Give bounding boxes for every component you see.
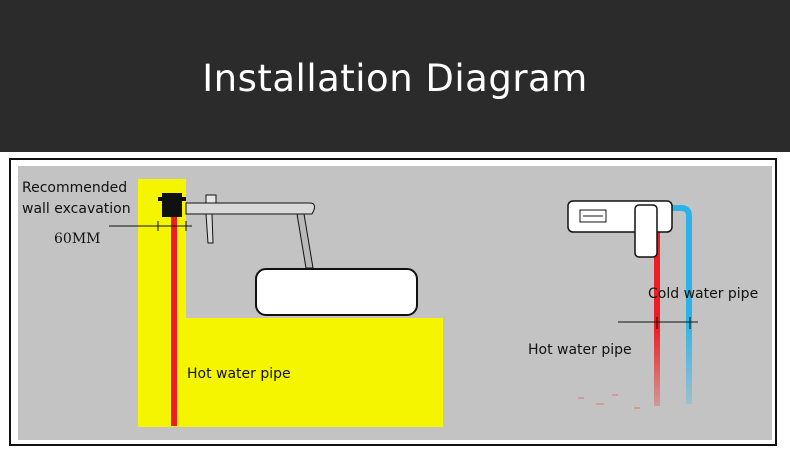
faucet-handle (205, 194, 217, 204)
left-installation-diagram (109, 179, 443, 427)
left-hot-pipe-label: Hot water pipe (187, 366, 291, 382)
diagram-frame (9, 158, 777, 446)
page-title: Installation Diagram (202, 56, 588, 100)
wash-basin (255, 268, 418, 316)
right-cold-water-pipe (668, 205, 692, 404)
excavation-label-line2: wall excavation (22, 201, 131, 217)
depth-label: 60MM (54, 231, 101, 247)
header-banner: Installation Diagram (0, 0, 790, 152)
left-hot-water-pipe (171, 214, 177, 426)
right-hot-pipe-label: Hot water pipe (528, 342, 632, 358)
faucet-spout (185, 202, 315, 215)
mixer-lever (634, 204, 658, 258)
valve-body (162, 193, 182, 217)
right-installation-diagram (567, 200, 698, 409)
wall-excavation-area (138, 179, 443, 427)
excavation-label-line1: Recommended (22, 180, 128, 196)
cold-pipe-label: Cold water pipe (648, 286, 759, 302)
